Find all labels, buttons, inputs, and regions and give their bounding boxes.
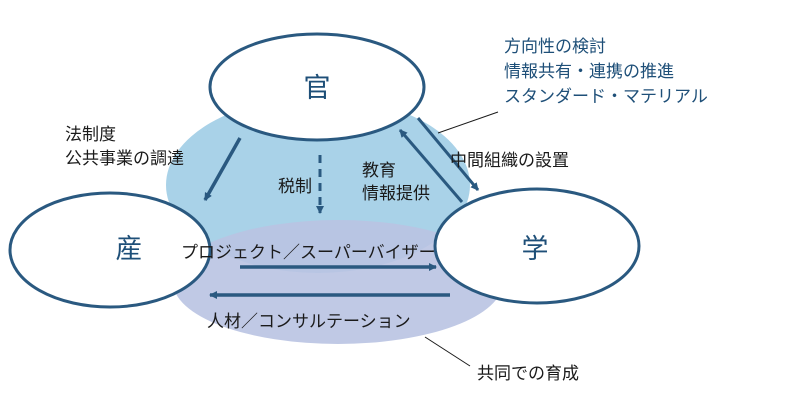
note-gov-direction: 方向性の検討 — [504, 37, 606, 57]
academia-label: 学 — [522, 234, 549, 265]
label-education: 教育 — [362, 161, 396, 181]
note-joint: 共同での育成 — [477, 364, 579, 384]
note-gov-sharing: 情報共有・連携の推進 — [504, 62, 674, 82]
label-intermediary: 中間組織の設置 — [450, 151, 569, 171]
label-tax: 税制 — [278, 177, 312, 197]
arrow-academia-to-gov — [398, 129, 464, 203]
label-project: プロジェクト／スーパーバイザー — [181, 243, 436, 263]
label-talent: 人材／コンサルテーション — [207, 312, 411, 332]
industry-label: 産 — [116, 234, 143, 265]
note-gov-standard: スタンダード・マテリアル — [504, 87, 708, 107]
arrow-gov-to-industry — [203, 137, 242, 201]
gov-node — [208, 32, 426, 142]
gov-label: 官 — [304, 73, 331, 104]
label-info: 情報提供 — [362, 184, 430, 204]
label-law: 法制度 — [65, 125, 116, 145]
callout-line-gov — [437, 111, 499, 134]
label-procurement: 公共事業の調達 — [65, 149, 184, 169]
lower-shaded-region — [173, 220, 503, 344]
industry-node — [8, 191, 212, 309]
callout-line-joint — [424, 336, 471, 367]
academia-node — [433, 187, 641, 305]
arrow-gov-to-academia — [416, 117, 480, 191]
